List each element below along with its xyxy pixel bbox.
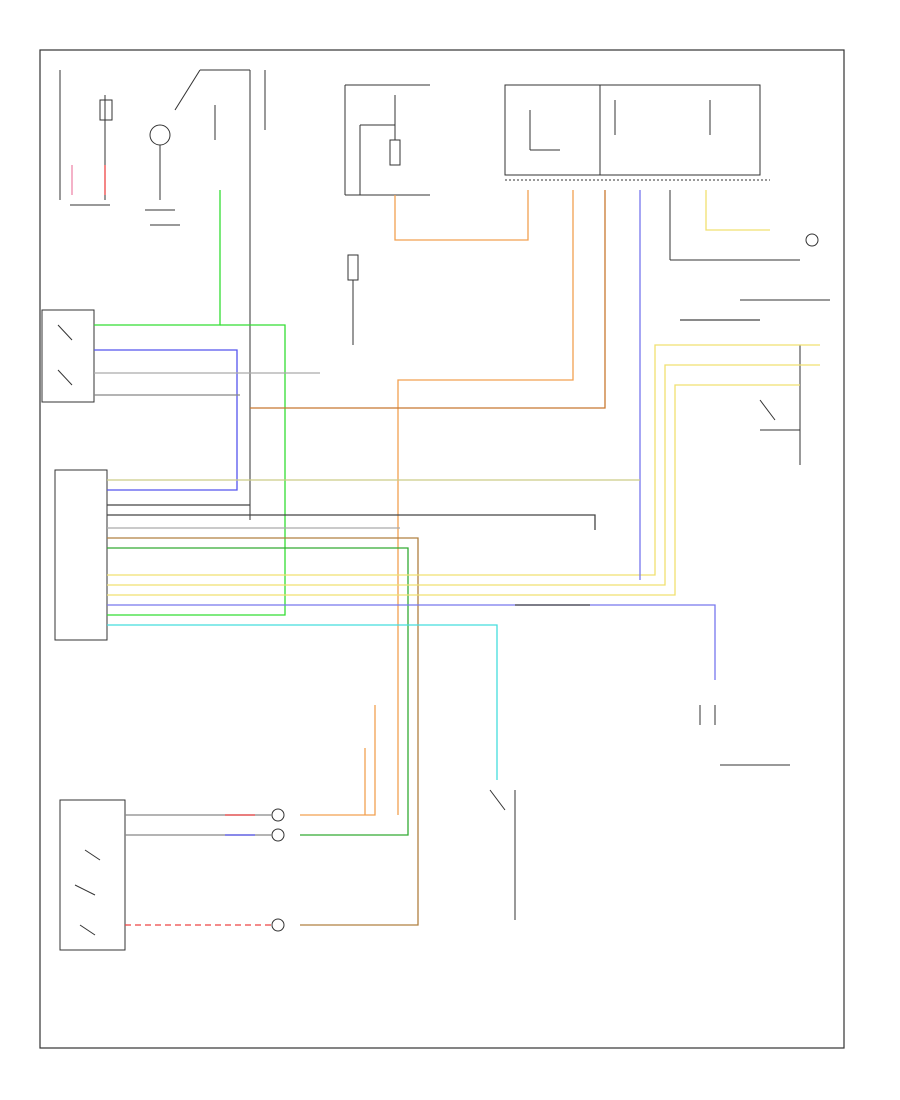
wire-blue-cs [94,349,238,491]
wire-orange-stub [300,705,376,816]
fuse-box-right [504,84,770,181]
wire-yellow-3 [107,384,800,596]
right-upper-components [669,190,830,465]
main-switch-box [99,99,113,121]
steering-switch-block [59,799,126,951]
relay-box-icon [347,254,359,281]
wire-yellow-2 [107,364,820,586]
wire-green-cu [107,324,286,616]
control-unit-block [54,469,108,641]
bulb-icon [805,233,819,247]
wire-yellow-upper [705,190,770,231]
vss-block [699,705,790,766]
diagram-border [39,49,845,1049]
wire-orange-fuse [394,190,529,241]
wire-orange-long [397,190,574,815]
brake-switch-block [489,789,516,920]
ground-symbols [70,204,175,211]
wire-black-ground [107,514,596,530]
wire-yellow-1 [107,344,820,576]
indicator-lamp-icon [149,124,171,146]
wire-green-steer [107,547,409,836]
wire-cyan [107,624,498,780]
combination-switch-block [41,309,95,403]
connector-symbols [271,808,285,932]
main-switch-block [59,69,266,520]
wire-brown-steer [107,537,419,926]
wire-orange-stepper [250,190,606,409]
fuse-box-left [344,84,430,345]
wire-blue-vss [107,604,716,680]
